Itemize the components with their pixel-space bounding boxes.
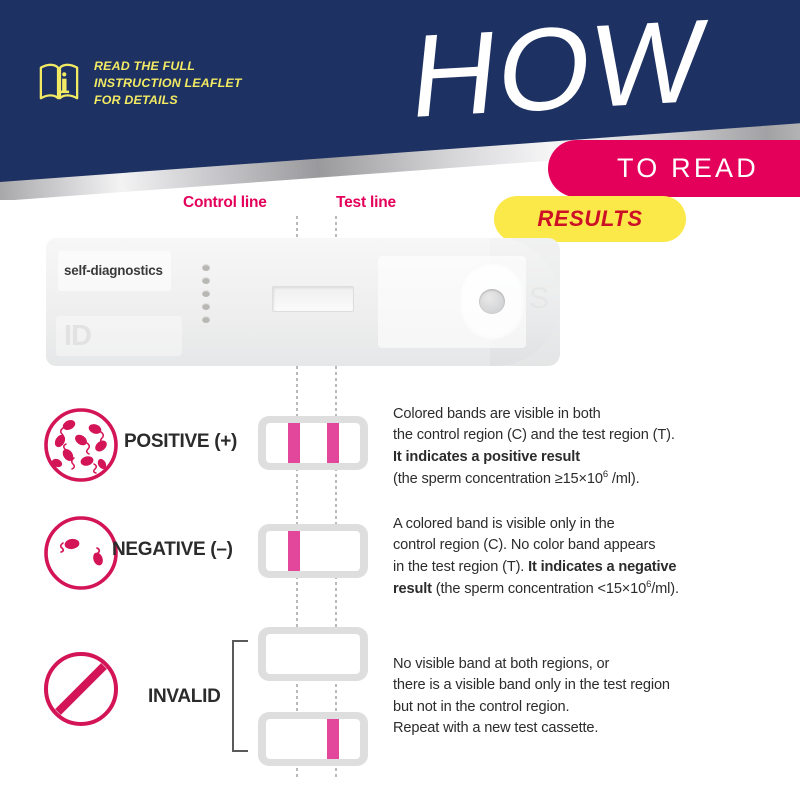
title-results-banner: RESULTS <box>494 196 686 242</box>
indicator-dot <box>202 316 210 323</box>
result-window-invalid-test-only <box>258 712 368 766</box>
result-label-negative: NEGATIVE (–) <box>112 539 233 560</box>
result-window-invalid-empty <box>258 627 368 681</box>
window-inner <box>266 634 360 674</box>
cassette-ghost-logo: ID <box>64 320 92 352</box>
indicator-dot <box>202 277 210 284</box>
no-entry-circle-icon <box>44 652 118 726</box>
sample-well-letter: S <box>529 282 550 315</box>
cassette-brand-plate <box>58 251 171 291</box>
control-band <box>288 423 300 463</box>
header: READ THE FULL INSTRUCTION LEAFLET FOR DE… <box>0 0 800 200</box>
test-band <box>327 719 339 759</box>
indicator-dot <box>202 303 210 310</box>
test-line-label: Test line <box>336 194 396 211</box>
title-to-read: TO READ <box>617 153 759 183</box>
title-results: RESULTS <box>537 206 643 231</box>
leaflet-line-2: INSTRUCTION LEAFLET <box>94 76 242 91</box>
control-line-label: Control line <box>183 194 267 211</box>
invalid-bracket <box>232 640 248 752</box>
cassette-bottom-plate <box>56 316 182 356</box>
leaflet-line-1: READ THE FULL <box>94 59 196 73</box>
result-label-invalid: INVALID <box>148 686 221 707</box>
instruction-leaflet-icon <box>39 63 79 100</box>
result-label-positive: POSITIVE (+) <box>124 431 238 452</box>
cassette-brand-text: self-diagnostics <box>64 263 163 278</box>
result-window-positive <box>258 416 368 470</box>
sperm-many-circle-icon <box>44 408 118 482</box>
read-leaflet-notice: READ THE FULL INSTRUCTION LEAFLET FOR DE… <box>38 58 242 109</box>
indicator-dot <box>202 264 210 271</box>
control-guide-line <box>296 216 298 778</box>
sperm-few-circle-icon <box>44 516 118 590</box>
result-row-negative: NEGATIVE (–) A colored band is visible o… <box>0 508 800 604</box>
leaflet-text: READ THE FULL INSTRUCTION LEAFLET FOR DE… <box>94 58 242 109</box>
test-band <box>327 423 339 463</box>
window-inner <box>266 423 360 463</box>
window-inner <box>266 531 360 571</box>
title-how: HOW <box>404 0 712 144</box>
cassette-indicator-dots <box>202 264 210 329</box>
cassette-result-window <box>272 286 354 312</box>
test-guide-line <box>335 216 337 778</box>
cassette-sample-well <box>479 289 505 314</box>
window-inner <box>266 719 360 759</box>
control-band <box>288 531 300 571</box>
leaflet-line-3: FOR DETAILS <box>94 93 178 108</box>
result-row-positive: POSITIVE (+) Colored bands are visible i… <box>0 398 800 494</box>
result-window-negative <box>258 524 368 578</box>
title-to-read-banner: TO READ <box>548 140 800 197</box>
indicator-dot <box>202 290 210 297</box>
result-row-invalid: INVALID No visible band at both regions,… <box>0 616 800 776</box>
